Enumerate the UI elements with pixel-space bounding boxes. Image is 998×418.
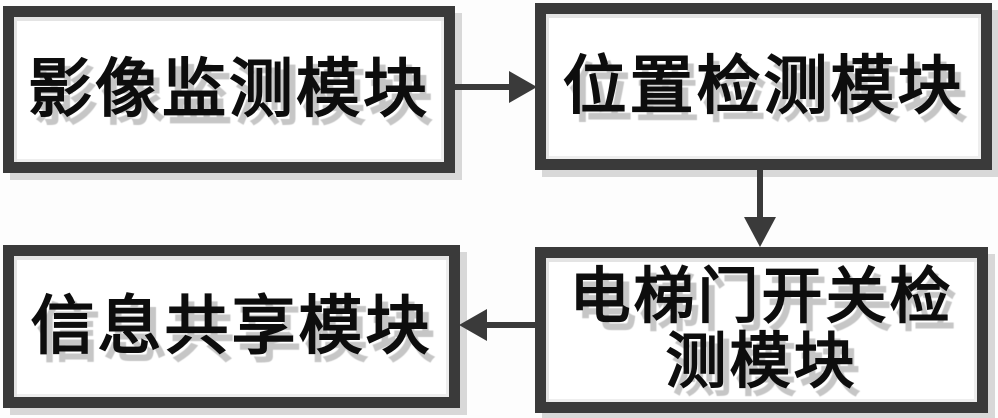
- connector-line-image-to-position: [453, 84, 511, 90]
- module-box-position-detection: 位置检测模块: [535, 3, 992, 170]
- module-box-image-monitoring: 影像监测模块: [3, 6, 455, 173]
- module-box-information-sharing: 信息共享模块: [3, 245, 460, 408]
- module-label-position-detection: 位置检测模块: [562, 48, 965, 124]
- arrow-left-icon: [459, 309, 487, 341]
- module-box-elevator-door-switch-detection: 电梯门开关检 测模块: [535, 247, 988, 413]
- arrow-down-icon: [744, 217, 776, 247]
- connector-line-door-switch-to-info-sharing: [484, 322, 537, 328]
- module-label-image-monitoring: 影像监测模块: [28, 51, 430, 127]
- connector-line-position-to-door-switch: [757, 168, 763, 219]
- module-label-information-sharing: 信息共享模块: [30, 288, 433, 364]
- module-label-elevator-door-switch-detection-line-1: 电梯门开关检: [569, 261, 954, 333]
- module-label-elevator-door-switch-detection-line-2: 测模块: [665, 326, 858, 397]
- arrow-right-icon: [509, 71, 537, 103]
